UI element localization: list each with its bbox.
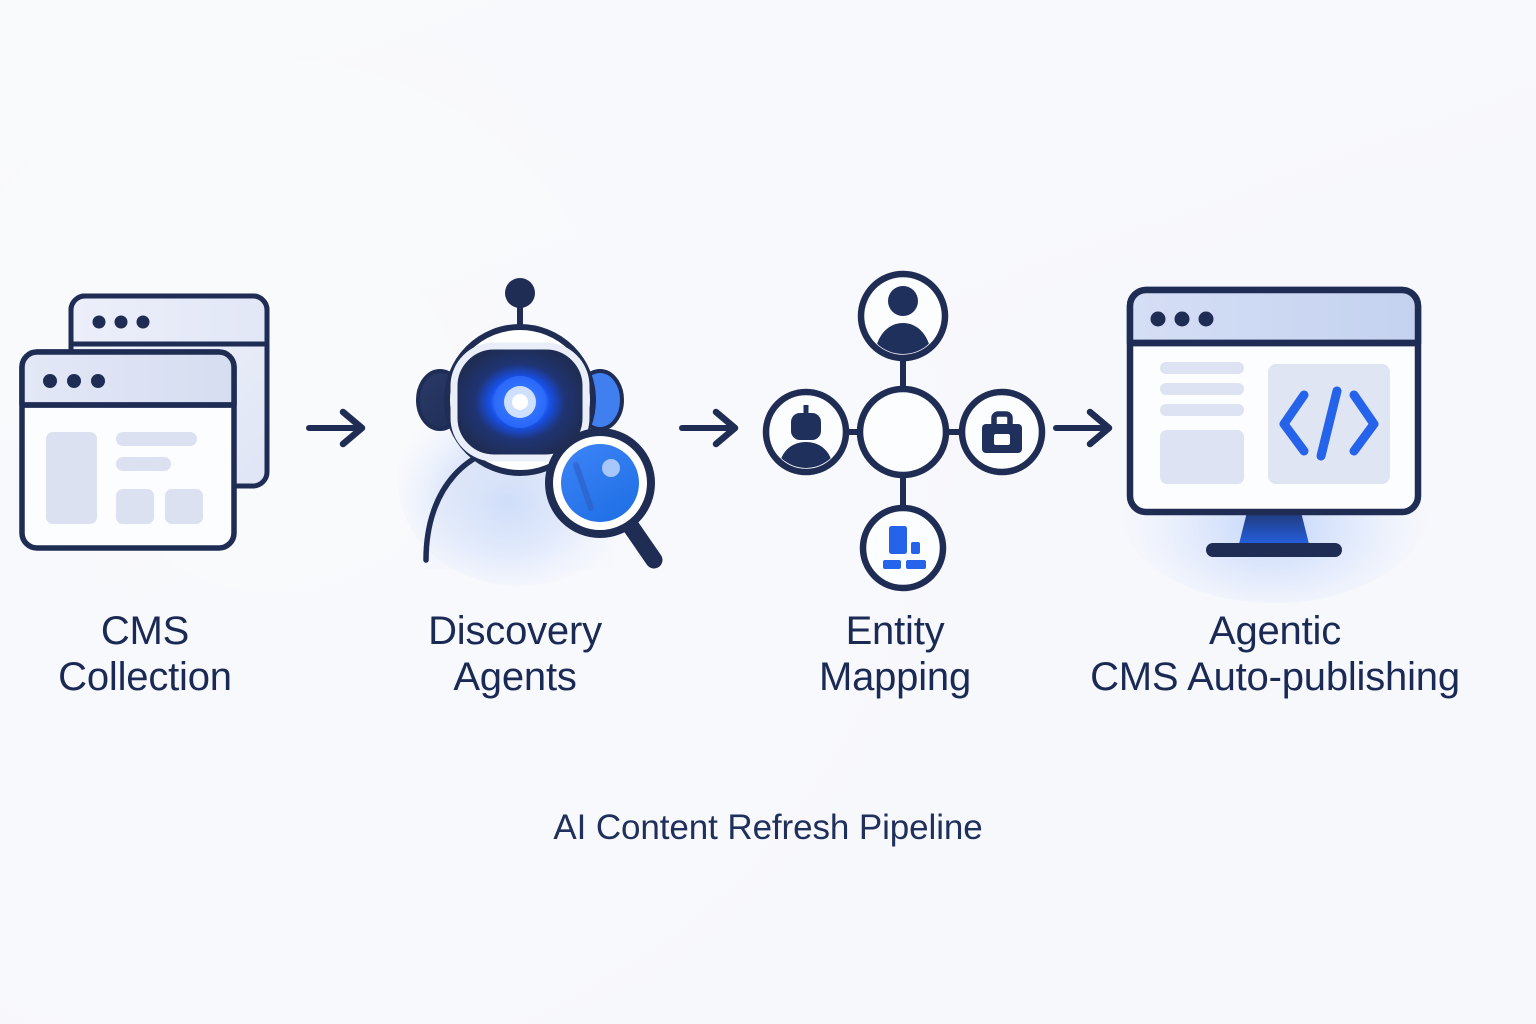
content-line	[1160, 383, 1244, 395]
arrow-right-icon	[679, 408, 739, 448]
node-bottom	[859, 504, 947, 592]
connector-arrow-1	[305, 404, 371, 452]
step-label-entity-mapping: Entity Mapping	[750, 608, 1040, 701]
content-card	[116, 489, 154, 524]
robot-avatar-icon	[778, 405, 834, 468]
window-dot	[1174, 311, 1190, 327]
magnifier-streak	[573, 462, 594, 511]
node-top	[857, 270, 949, 362]
step-label-discovery-agents: Discovery Agents	[370, 608, 660, 701]
arrow-right-icon	[306, 408, 366, 448]
step-label-line1: CMS	[100, 609, 190, 653]
briefcase-icon	[982, 411, 1022, 453]
step-label-line1: Discovery	[428, 609, 602, 653]
step-label-line1: Agentic	[1208, 609, 1342, 653]
content-line	[116, 457, 171, 471]
window-dot	[67, 374, 81, 388]
content-line	[116, 432, 197, 446]
step-label-cms-collection: CMS Collection	[0, 608, 290, 701]
magnifier-lens	[561, 444, 639, 522]
diagram-caption: AI Content Refresh Pipeline	[553, 808, 983, 847]
monitor-titlebar	[1126, 286, 1422, 347]
connector-arrow-2	[678, 404, 744, 452]
monitor-stand-base	[1206, 543, 1342, 557]
robot-eye-core	[512, 394, 528, 410]
magnifier-icon	[545, 428, 663, 569]
code-brackets-icon	[1279, 386, 1379, 461]
content-card	[1160, 430, 1244, 484]
browser-window-front	[19, 349, 237, 551]
connector-arrow-3	[1052, 404, 1118, 452]
step-label-line2: Mapping	[818, 655, 972, 700]
arrow-right-icon	[1053, 408, 1113, 448]
content-block-sidebar	[46, 432, 97, 524]
step-label-line2: Agents	[453, 655, 577, 700]
window-dot	[1198, 311, 1214, 327]
monitor-code-icon	[1116, 286, 1432, 603]
window-dot	[114, 315, 128, 329]
robot-with-magnifier-icon	[398, 278, 663, 586]
robot-antenna-bulb	[505, 278, 535, 308]
entity-node-graph-icon	[762, 270, 1046, 592]
window-dot	[43, 374, 57, 388]
hub-node	[856, 385, 950, 479]
window-dot	[91, 374, 105, 388]
step-label-line2: Collection	[58, 655, 232, 700]
stacked-browser-windows-icon	[19, 293, 270, 551]
step-label-line1: Entity	[845, 609, 945, 653]
step-label-agentic-cms: Agentic CMS Auto-publishing	[1065, 608, 1485, 701]
magnifier-highlight	[602, 459, 620, 477]
content-line	[1160, 404, 1244, 416]
step-icon-cms-collection	[8, 280, 308, 570]
node-left	[762, 388, 850, 476]
step-icon-discovery-agents	[392, 270, 682, 586]
step-icon-agentic-cms	[1108, 278, 1438, 603]
content-blocks-icon	[883, 526, 926, 569]
window-dot	[136, 315, 150, 329]
window-dot	[92, 315, 106, 329]
content-line	[1160, 362, 1244, 374]
step-icon-entity-mapping	[756, 270, 1046, 592]
window-dot	[1150, 311, 1166, 327]
content-card	[165, 489, 203, 524]
node-right	[958, 388, 1046, 476]
step-label-line2: CMS Auto-publishing	[1090, 655, 1460, 700]
